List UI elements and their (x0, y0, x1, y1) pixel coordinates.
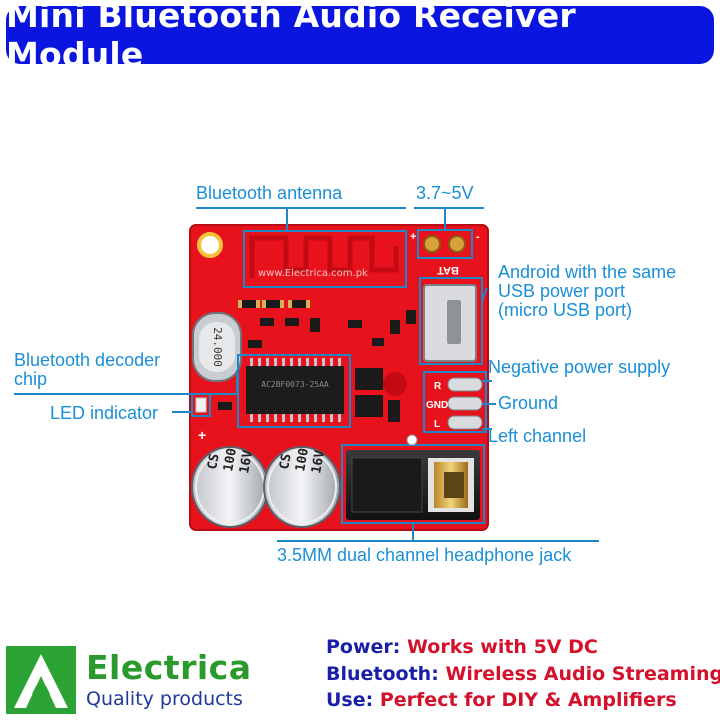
callout-antenna: Bluetooth antenna (196, 183, 343, 203)
svg-text:-: - (476, 231, 480, 243)
svg-text:100: 100 (221, 447, 240, 473)
electrica-logo-icon (6, 646, 76, 714)
decoder-chip (246, 366, 344, 414)
decoder-leader-h (14, 393, 238, 395)
svg-text:CS: CS (277, 453, 295, 471)
jack-leader-h (277, 540, 599, 542)
spec-bluetooth: Bluetooth: Wireless Audio Streaming (326, 663, 720, 685)
callout-jack: 3.5MM dual channel headphone jack (277, 545, 572, 565)
smd-components (218, 300, 416, 410)
test-pad (383, 372, 407, 396)
jack-leader (412, 523, 414, 541)
callout-usb: Android with the same USB power port (mi… (498, 262, 677, 320)
decoder-chip-box (237, 354, 351, 428)
ground-leader (482, 403, 496, 405)
spec-power: Power: Works with 5V DC (326, 636, 598, 658)
brand-name: Electrica (86, 648, 252, 687)
output-pads-box (423, 371, 487, 433)
voltage-leader-v (444, 207, 446, 230)
spec-use-key: Use: (326, 689, 374, 711)
antenna-leader-v (286, 207, 288, 231)
svg-text:+: + (410, 231, 416, 243)
svg-text:GND: GND (426, 400, 448, 411)
svg-text:24.000: 24.000 (211, 327, 224, 367)
callout-decoder: Bluetooth decoder chip (14, 350, 161, 389)
decoder-leader-v (236, 370, 238, 395)
bat-label: BAT (437, 264, 459, 276)
antenna-leader-h (196, 207, 406, 209)
mounting-hole (197, 232, 223, 258)
brand-tagline: Quality products (86, 688, 243, 710)
spec-bluetooth-value: Wireless Audio Streaming (445, 663, 720, 685)
spec-bluetooth-key: Bluetooth: (326, 663, 439, 685)
svg-text:R: R (434, 381, 442, 392)
antenna-trace-box (243, 230, 407, 288)
chip-pins (250, 358, 341, 422)
page-title: Mini Bluetooth Audio Receiver Module (6, 0, 576, 74)
output-pads (447, 377, 483, 430)
callout-left-channel: Left channel (488, 426, 587, 446)
micro-usb-box (419, 277, 483, 365)
battery-pads-box (417, 229, 473, 259)
callout-negative: Negative power supply (488, 357, 671, 377)
svg-text:+: + (198, 427, 206, 443)
capacitor-right (263, 446, 341, 528)
callout-voltage: 3.7~5V (416, 183, 474, 203)
led (195, 397, 207, 413)
spec-use-value: Perfect for DIY & Amplifiers (379, 689, 677, 711)
svg-text:100: 100 (293, 447, 312, 473)
left-leader (482, 428, 492, 430)
callout-ground: Ground (498, 393, 559, 413)
spec-power-key: Power: (326, 636, 401, 658)
svg-text:L: L (434, 419, 440, 430)
spec-power-value: Works with 5V DC (407, 636, 598, 658)
voltage-leader-h (414, 207, 484, 209)
svg-text:CS: CS (205, 453, 223, 471)
led-leader (172, 411, 192, 413)
svg-text:16V: 16V (309, 449, 328, 475)
negative-leader (482, 380, 492, 382)
svg-text:16V: 16V (237, 449, 256, 475)
callout-led: LED indicator (50, 403, 159, 423)
antenna-trace (249, 235, 399, 278)
title-banner: Mini Bluetooth Audio Receiver Module (6, 0, 714, 74)
svg-text:AC2BF0073-25AA: AC2BF0073-25AA (261, 380, 329, 389)
spec-use: Use: Perfect for DIY & Amplifiers (326, 689, 677, 711)
board-watermark: www.Electrica.com.pk (258, 268, 368, 279)
